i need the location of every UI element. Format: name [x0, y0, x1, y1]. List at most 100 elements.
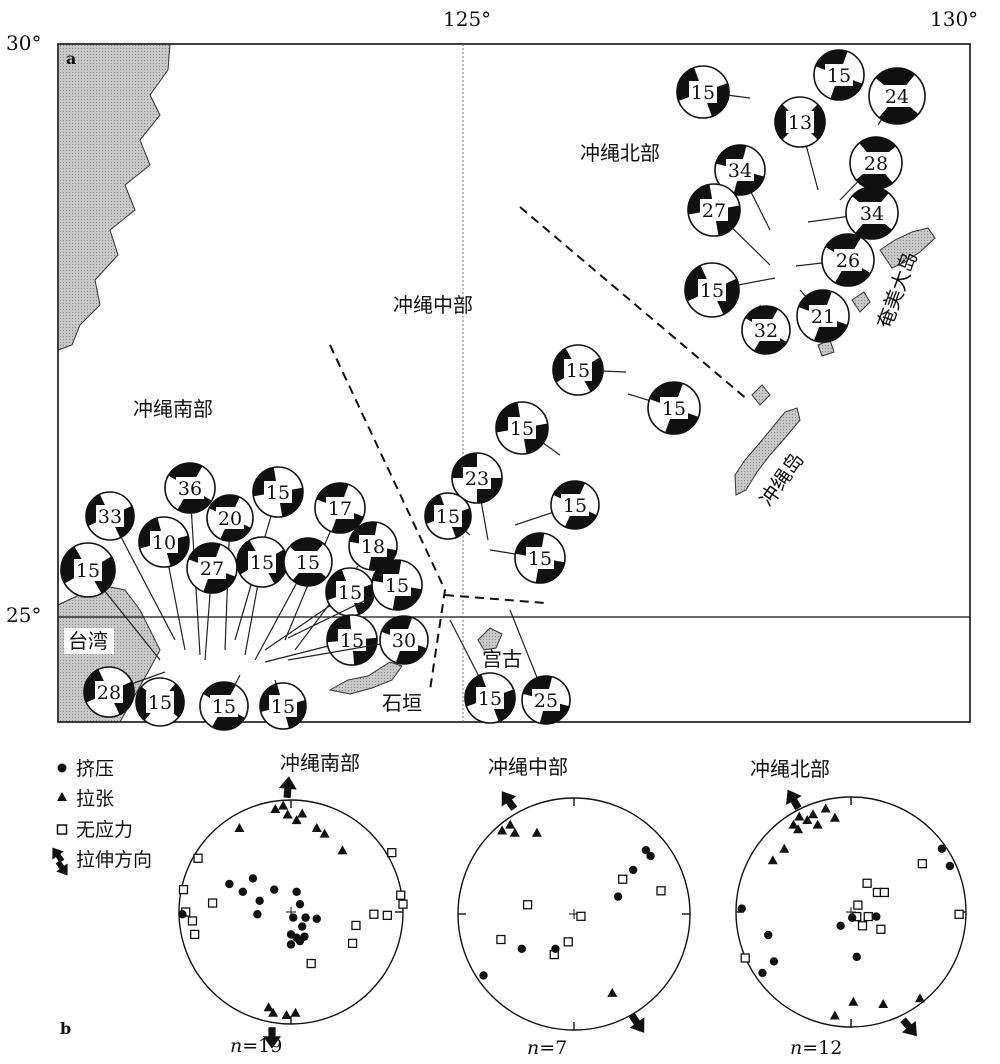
nostress-point — [853, 900, 863, 910]
tension-direction-arrow — [624, 1009, 652, 1039]
compression-point — [301, 913, 310, 922]
net-title-central: 冲绳中部 — [488, 755, 568, 779]
extension-point — [509, 827, 520, 837]
depth-label: 15 — [385, 575, 409, 597]
depth-label-bg — [508, 417, 536, 439]
place-label-miyako: 宫古 — [482, 647, 522, 671]
panel-b-label: b — [60, 1019, 71, 1038]
tension-direction-arrow — [278, 775, 298, 799]
compression-point — [737, 904, 746, 913]
depth-label: 36 — [178, 478, 202, 500]
focal-mechanism-south: 36 — [164, 462, 216, 656]
focal-mechanism-central: 15 — [424, 492, 472, 540]
net-title-north: 冲绳北部 — [750, 757, 830, 781]
region-label-north: 冲绳北部 — [580, 141, 660, 165]
depth-label-bg — [883, 85, 911, 107]
taiwan-label-bg — [64, 628, 114, 654]
focal-mechanism-north: 21 — [796, 289, 850, 343]
extension-point — [282, 809, 293, 819]
compression-point — [479, 971, 488, 980]
extension-point — [848, 996, 859, 1006]
focal-mechanism-south: 28 — [83, 666, 166, 718]
mechanism-quadrant — [754, 330, 787, 355]
depth-label-bg — [752, 319, 780, 341]
legend-extension: 拉张 — [76, 788, 114, 810]
nostress-point — [576, 911, 586, 921]
depth-label-bg — [294, 551, 322, 573]
depth-label: 15 — [271, 696, 295, 718]
extension-point — [820, 803, 831, 813]
extension-point — [268, 1007, 279, 1017]
depth-label: 18 — [361, 536, 385, 558]
depth-label-bg — [326, 497, 354, 519]
extension-point — [337, 845, 348, 855]
small-island — [851, 291, 871, 313]
place-label-taiwan: 台湾 — [68, 629, 108, 653]
depth-label-bg — [786, 111, 814, 133]
depth-label-bg — [150, 531, 178, 553]
nostress-point — [740, 953, 750, 963]
extension-point — [531, 827, 542, 837]
depth-label: 15 — [563, 495, 587, 517]
focal-mechanism-south: 15 — [135, 677, 185, 727]
focal-mechanism-south: 33 — [85, 491, 176, 641]
net-n-north: n=12 — [790, 1037, 842, 1059]
depth-label-bg — [383, 574, 411, 596]
depth-label: 15 — [338, 582, 362, 604]
compression-point — [225, 879, 234, 889]
extension-point — [278, 800, 289, 810]
compression-point — [253, 910, 262, 919]
extension-point — [270, 803, 281, 813]
net-title-south: 冲绳南部 — [280, 751, 360, 775]
nostress-point — [917, 859, 927, 869]
depth-label-bg — [862, 152, 890, 174]
mechanism-quadrant — [745, 305, 778, 330]
map-panel: 125° 130° 30° 25° a 冲绳北部 冲绳中部 冲绳南部 台湾 石垣… — [6, 7, 978, 731]
depth-label: 30 — [392, 630, 416, 652]
depth-label: 33 — [98, 506, 122, 528]
compression-point — [551, 944, 560, 953]
focal-mechanism-north: 34 — [714, 144, 771, 231]
focal-mechanism-south: 20 — [206, 494, 254, 651]
compression-point — [769, 957, 779, 966]
depth-label-bg — [526, 547, 554, 569]
legend-tension-direction: 拉伸方向 — [76, 849, 152, 871]
focal-mechanism-north: 15 — [676, 65, 751, 119]
nostress-point — [863, 911, 873, 922]
depth-label: 15 — [266, 482, 290, 504]
depth-label-bg — [176, 477, 204, 499]
north-central-boundary — [519, 206, 749, 401]
focal-mechanism-north: 15 — [684, 262, 776, 318]
depth-label-bg — [434, 505, 462, 527]
mechanism-quadrant — [856, 163, 893, 189]
compression-point — [628, 865, 638, 875]
focal-mechanism-south: 15 — [259, 679, 307, 730]
compression-point — [945, 861, 955, 871]
depth-label-bg — [561, 494, 589, 516]
depth-label: 15 — [827, 65, 851, 87]
depth-label: 15 — [76, 560, 100, 582]
focal-mechanism-central: 15 — [627, 381, 701, 435]
stereonet-panel: 挤压 拉张 无应力 拉伸方向 b 冲绳南部 冲绳中部 冲绳北部 n=19 n=7… — [46, 751, 967, 1059]
depth-label-bg — [146, 691, 174, 713]
depth-label: 34 — [728, 160, 752, 182]
focal-mechanism-north: 13 — [774, 96, 826, 191]
compression-point — [270, 885, 279, 894]
lat-label-25: 25° — [6, 603, 41, 627]
depth-label: 15 — [700, 280, 724, 302]
mechanism-quadrant — [292, 562, 327, 586]
depth-label-bg — [726, 159, 754, 181]
lon-label-130: 130° — [930, 7, 978, 31]
nostress-point — [306, 958, 316, 969]
depth-label-bg — [698, 279, 726, 301]
focal-mechanism-north: 28 — [839, 136, 903, 201]
extension-point — [281, 1010, 292, 1020]
mechanism-quadrant — [212, 706, 245, 731]
extension-point — [319, 828, 330, 838]
depth-label: 10 — [152, 532, 176, 554]
depth-label: 24 — [885, 86, 909, 108]
compression-point — [286, 940, 296, 949]
focal-mechanism-central: 15 — [489, 532, 566, 584]
depth-label: 25 — [534, 690, 558, 712]
